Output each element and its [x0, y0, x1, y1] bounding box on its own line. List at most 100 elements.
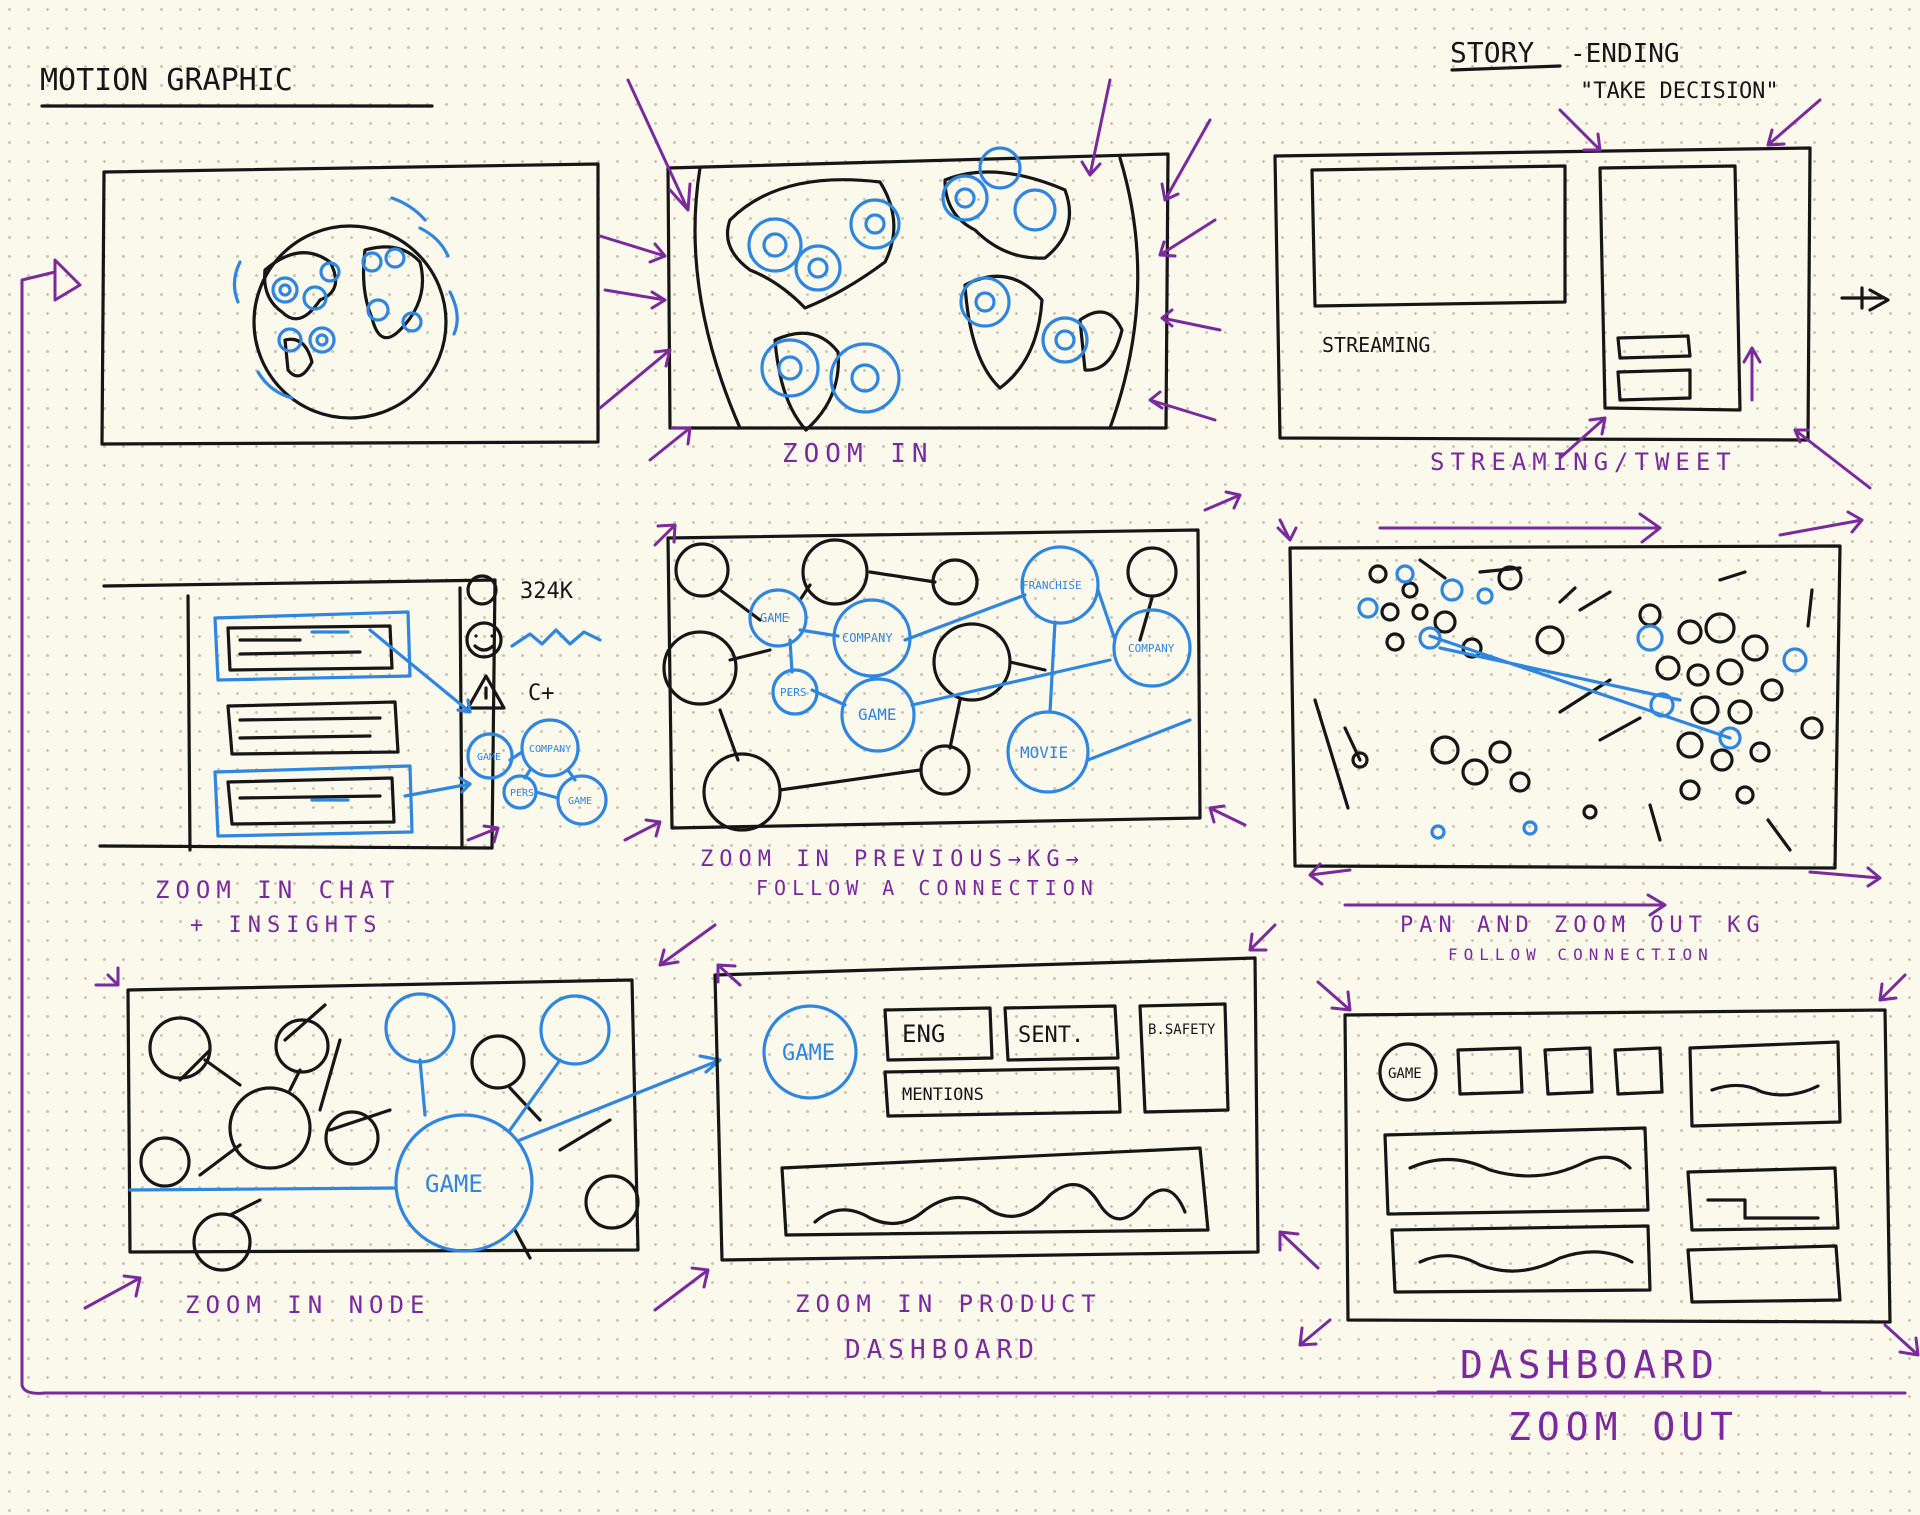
story-underline	[1450, 64, 1562, 72]
panel-globe	[100, 162, 600, 446]
kg-black-nodes	[662, 538, 1178, 832]
zoom-arrows	[83, 923, 717, 1310]
chat-messages	[213, 610, 414, 838]
header: MOTION GRAPHIC STORY -ENDING "TAKE DECIS…	[40, 36, 1779, 108]
signal-markers	[747, 146, 1089, 414]
graph-node: FRANCHISE	[1022, 579, 1082, 592]
product-node	[762, 1004, 858, 1100]
metric-card	[883, 1066, 1122, 1118]
zoom-arrows	[466, 824, 500, 844]
metric-card-label: ENG	[902, 1020, 945, 1048]
story-quote: "TAKE DECISION"	[1580, 79, 1779, 104]
continent-shape	[283, 337, 314, 378]
panel-caption: PAN AND ZOOM OUT KG	[1400, 913, 1766, 938]
graph-node: GAME	[760, 611, 789, 625]
panel-frame	[1288, 544, 1842, 870]
graph-node: PERS	[780, 686, 807, 699]
panel-frame	[713, 956, 1260, 1262]
kg-dense-cloud	[1313, 558, 1824, 852]
panel-caption: ZOOM IN CHAT	[155, 876, 400, 904]
chart-card	[1390, 1224, 1652, 1294]
continent-shape	[963, 274, 1044, 390]
panel-caption-line2: FOLLOW CONNECTION	[1448, 945, 1714, 964]
metric-card-label: SENT.	[1018, 1023, 1084, 1048]
panel-frame	[1273, 146, 1812, 442]
panel-chat: 324K C+ GAME COMPANY PERS GAME ZOOM IN C…	[98, 574, 608, 938]
metric-card	[883, 1006, 994, 1062]
focus-node-label: GAME	[425, 1170, 483, 1198]
dashboard-node-label: GAME	[1388, 1066, 1422, 1082]
panel-caption-line2: ZOOM OUT	[1508, 1405, 1739, 1449]
page-title: MOTION GRAPHIC	[40, 63, 293, 98]
flow-arrow-icon	[53, 258, 82, 302]
tweet-column	[1598, 164, 1742, 412]
metric-card	[1003, 1004, 1120, 1062]
panel-caption: ZOOM IN PREVIOUS→KG→	[700, 847, 1085, 872]
panel-frame	[666, 528, 1202, 830]
sentiment-sparkline	[510, 628, 602, 648]
panel-frame	[126, 978, 640, 1254]
focus-node	[394, 1113, 534, 1253]
zoom-arrows	[1558, 98, 1872, 490]
next-arrow-icon	[1840, 286, 1890, 312]
zoom-arrows	[598, 78, 1222, 462]
panel-product: GAME ENG SENT. B.SAFETY MENTIONS ZOOM IN…	[653, 923, 1320, 1365]
metric-card	[1138, 1002, 1230, 1114]
panel-caption: ZOOM IN PRODUCT	[795, 1290, 1102, 1318]
graph-node: COMPANY	[1128, 642, 1175, 655]
signal-markers	[232, 196, 459, 400]
continent-shape	[1078, 310, 1124, 372]
panel-caption: ZOOM IN	[782, 439, 934, 469]
zoom-arrows	[1298, 973, 1920, 1357]
panel-caption-line2: DASHBOARD	[845, 1335, 1040, 1365]
chart-card	[1688, 1040, 1842, 1128]
kg-highlight	[1357, 564, 1808, 840]
story-heading: STORY	[1450, 36, 1534, 69]
chart-card	[1686, 1166, 1840, 1232]
graph-node: COMPANY	[842, 631, 893, 645]
graph-node: GAME	[568, 796, 592, 807]
graph-node: GAME	[858, 705, 897, 724]
streaming-inner-label: STREAMING	[1322, 333, 1430, 357]
continent-shape	[263, 251, 338, 321]
metric-card-label: B.SAFETY	[1148, 1022, 1216, 1038]
globe-outline	[252, 224, 448, 420]
panel-dividers	[186, 586, 464, 852]
trend-line	[813, 1183, 1187, 1226]
kg-black-nodes	[139, 1003, 640, 1272]
kg-blue-links	[788, 588, 1192, 762]
zoom-arrows	[1276, 510, 1882, 917]
trend-chart-frame	[780, 1146, 1210, 1237]
node-links	[128, 1054, 722, 1192]
smiley-icon	[465, 621, 503, 659]
graph-node: GAME	[477, 752, 501, 763]
insights-column: 324K C+ GAME COMPANY PERS GAME	[465, 574, 608, 826]
stat-safety: C+	[528, 681, 555, 706]
panel-zoom-in: ZOOM IN	[598, 78, 1222, 469]
tweet-card	[1616, 334, 1692, 402]
panel-frame	[100, 162, 600, 446]
panel-frame	[98, 578, 497, 850]
link-arrows	[368, 628, 472, 798]
panel-kg-follow: GAME COMPANY PERS GAME FRANCHISE COMPANY…	[623, 490, 1247, 900]
flow-loop-line	[20, 270, 1907, 1395]
panel-streaming: STREAMING STREAMING/TWEET	[1273, 98, 1872, 490]
chart-card	[1383, 1126, 1650, 1216]
graph-node: PERS	[510, 788, 534, 799]
product-node-label: GAME	[782, 1041, 835, 1066]
story-line: -ENDING	[1570, 39, 1680, 69]
chat-bubble-icon	[466, 574, 498, 606]
warning-icon	[466, 674, 506, 710]
stat-mentions: 324K	[520, 579, 574, 604]
video-placeholder	[1310, 164, 1567, 308]
continent-shape	[773, 331, 840, 432]
metric-card-label: MENTIONS	[902, 1085, 984, 1105]
panel-dashboard: GAME DASHBOARD ZOOM OUT	[1298, 973, 1920, 1449]
panel-frame	[1343, 1008, 1892, 1324]
zoom-arrows	[623, 490, 1247, 842]
panel-caption: ZOOM IN NODE	[185, 1291, 430, 1319]
zoom-arrows	[653, 923, 1320, 1312]
continent-shape	[943, 170, 1072, 260]
continent-shape	[361, 245, 425, 340]
